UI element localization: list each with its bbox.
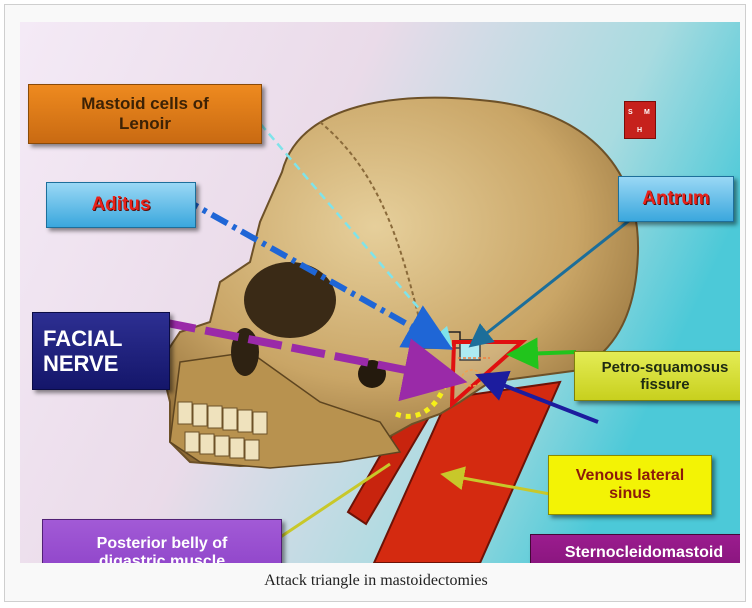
smh-logo: S M H [624,101,656,139]
label-petro-squamosus: Petro-squamosus fissure [574,351,740,401]
figure-caption: Attack triangle in mastoidectomies [0,572,752,590]
figure-image: S M H Mastoid cells of Lenoir Aditus FAC… [20,22,740,563]
label-facial-nerve-text: FACIAL NERVE [43,326,122,377]
label-sternocleidomastoid: Sternocleidomastoid muscle [530,534,740,563]
eye-socket [244,262,336,338]
logo-letter-s: S [628,109,633,116]
label-venous-sinus-text: Venous lateral sinus [576,467,685,504]
petro-fissure-arrow [522,352,576,354]
logo-letter-h: H [637,127,642,134]
label-facial-nerve: FACIAL NERVE [32,312,170,390]
label-posterior-belly-text: Posterior belly of digastric muscle [97,535,228,563]
label-mastoid-cells-text: Mastoid cells of Lenoir [81,94,209,133]
label-antrum-text: Antrum [642,188,710,210]
label-posterior-belly: Posterior belly of digastric muscle [42,519,282,563]
label-aditus-text: Aditus [91,194,150,216]
label-sternocleidomastoid-text: Sternocleidomastoid muscle [565,544,723,563]
label-mastoid-cells: Mastoid cells of Lenoir [28,84,262,144]
label-venous-sinus: Venous lateral sinus [548,455,712,515]
label-antrum: Antrum [618,176,734,222]
label-aditus: Aditus [46,182,196,228]
logo-letter-m: M [644,109,650,116]
label-petro-squamosus-text: Petro-squamosus fissure [602,359,729,394]
